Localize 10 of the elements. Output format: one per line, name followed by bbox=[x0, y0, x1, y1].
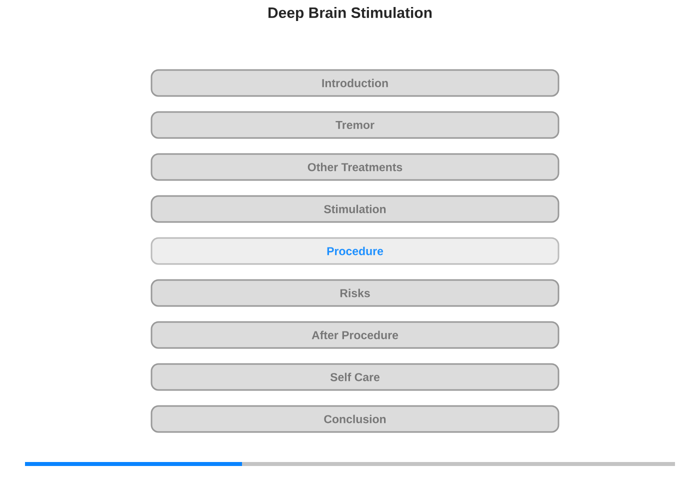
menu-button: Self Care bbox=[150, 363, 560, 391]
title: Deep Brain Stimulation bbox=[268, 7, 432, 21]
menu-button: Other Treatments bbox=[150, 153, 560, 181]
menu-button: Tremor bbox=[150, 111, 560, 139]
menu-button: Risks bbox=[150, 279, 560, 307]
menu-button: Conclusion bbox=[150, 405, 560, 433]
current-menu-button: Procedure bbox=[150, 237, 560, 265]
menu-button: After Procedure bbox=[150, 321, 560, 349]
menu-button: Stimulation bbox=[150, 195, 560, 223]
menu-button: Introduction bbox=[150, 69, 560, 97]
